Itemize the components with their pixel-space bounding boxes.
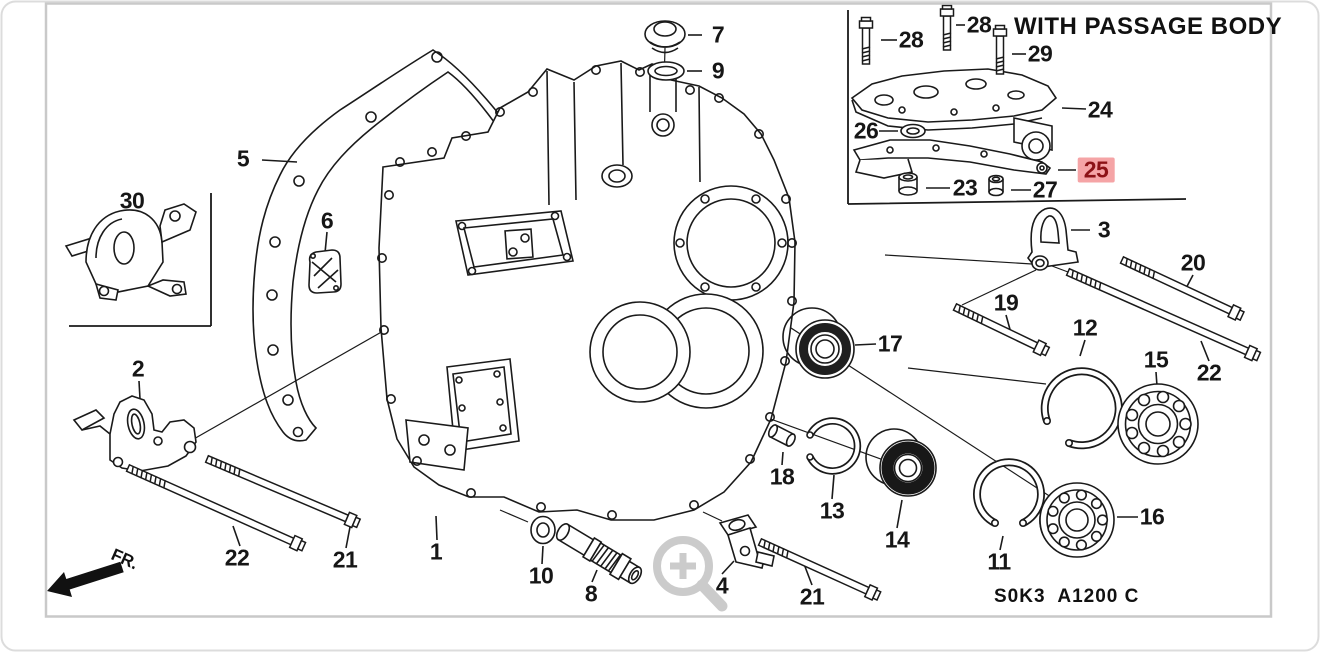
- part-17-oil-seal: [782, 307, 855, 379]
- part-1-case: [376, 60, 797, 521]
- part-callout-21-12[interactable]: 21: [799, 583, 825, 610]
- part-callout-1-8[interactable]: 1: [429, 538, 443, 565]
- part-20-bolt: [1119, 255, 1245, 322]
- part-callout-5-0[interactable]: 5: [236, 145, 250, 172]
- part-callout-19-21[interactable]: 19: [993, 289, 1019, 316]
- part-23-nut: [898, 172, 918, 196]
- part-4-bracket: [718, 514, 775, 569]
- part-callout-25-30[interactable]: 25: [1077, 157, 1115, 183]
- part-24-passage-body-plate: [850, 68, 1058, 161]
- part-28-bolt-b: [939, 4, 955, 51]
- part-callout-10-9[interactable]: 10: [528, 562, 554, 589]
- part-10-washer: [530, 515, 556, 545]
- part-callout-22-6[interactable]: 22: [224, 544, 250, 571]
- part-callout-26-29[interactable]: 26: [853, 117, 879, 144]
- part-callout-30-1[interactable]: 30: [119, 187, 145, 214]
- part-callout-28-26[interactable]: 28: [966, 11, 992, 38]
- part-callout-11-16[interactable]: 11: [987, 548, 1011, 575]
- part-29-bolt: [992, 24, 1008, 75]
- part-callout-7-3[interactable]: 7: [711, 21, 725, 48]
- part-13-snap-ring: [806, 417, 862, 475]
- diagram-code: S0K3 A1200 C: [994, 586, 1140, 607]
- part-21-bolt-right: [757, 537, 882, 602]
- part-11-snap-ring: [973, 458, 1045, 527]
- part-callout-20-23[interactable]: 20: [1180, 249, 1206, 276]
- part-22-bolt-right: [1065, 267, 1262, 362]
- part-callout-29-27[interactable]: 29: [1027, 40, 1053, 67]
- part-callout-15-18[interactable]: 15: [1143, 346, 1169, 373]
- diagram-frame-border: [44, 2, 1273, 618]
- part-7-plug: [644, 20, 686, 54]
- part-8-sensor: [555, 523, 643, 585]
- part-callout-2-5[interactable]: 2: [131, 355, 145, 382]
- part-26-washer: [900, 123, 926, 139]
- part-18-pin: [767, 424, 796, 447]
- inset-box-border: [847, 10, 1187, 205]
- inset-title: WITH PASSAGE BODY: [1014, 13, 1283, 40]
- part-callout-17-20[interactable]: 17: [877, 330, 903, 357]
- detail-box-border: [69, 193, 212, 327]
- part-3-hanger-bracket: [1027, 207, 1079, 271]
- part-14-bearing: [865, 428, 937, 497]
- part-callout-12-19[interactable]: 12: [1072, 314, 1098, 341]
- part-6-mount: [308, 249, 342, 294]
- part-25-separator-plate: [852, 139, 1052, 179]
- part-callout-22-24[interactable]: 22: [1196, 359, 1222, 386]
- part-callout-13-14[interactable]: 13: [819, 497, 845, 524]
- part-callout-16-17[interactable]: 16: [1139, 503, 1165, 530]
- part-28-bolt-a: [858, 16, 874, 65]
- part-2-bracket: [72, 395, 197, 472]
- front-direction-arrow: [47, 561, 124, 597]
- part-callout-27-32[interactable]: 27: [1032, 176, 1058, 203]
- part-callout-28-25[interactable]: 28: [898, 26, 924, 53]
- part-callout-8-10[interactable]: 8: [584, 580, 598, 607]
- part-16-bearing: [1039, 482, 1115, 558]
- part-12-snap-ring: [1040, 367, 1123, 450]
- part-callout-6-2[interactable]: 6: [320, 207, 334, 234]
- zoom-icon[interactable]: [653, 536, 728, 612]
- part-callout-21-7[interactable]: 21: [332, 546, 358, 573]
- part-callout-14-15[interactable]: 14: [884, 526, 910, 553]
- part-callout-18-13[interactable]: 18: [769, 463, 795, 490]
- part-27-nut: [988, 174, 1004, 197]
- part-callout-24-28[interactable]: 24: [1087, 96, 1113, 123]
- part-callout-3-22[interactable]: 3: [1097, 216, 1111, 243]
- part-21-bolt-left: [204, 454, 362, 529]
- part-22-bolt-left: [125, 463, 307, 552]
- part-callout-4-11[interactable]: 4: [715, 572, 729, 599]
- part-30-bracket: [64, 203, 197, 301]
- part-19-bolt: [952, 302, 1051, 357]
- part-callout-23-31[interactable]: 23: [952, 174, 978, 201]
- part-9-oring: [647, 61, 685, 81]
- part-callout-9-4[interactable]: 9: [711, 57, 725, 84]
- part-5-gasket: [252, 49, 542, 442]
- part-15-bearing: [1117, 383, 1199, 465]
